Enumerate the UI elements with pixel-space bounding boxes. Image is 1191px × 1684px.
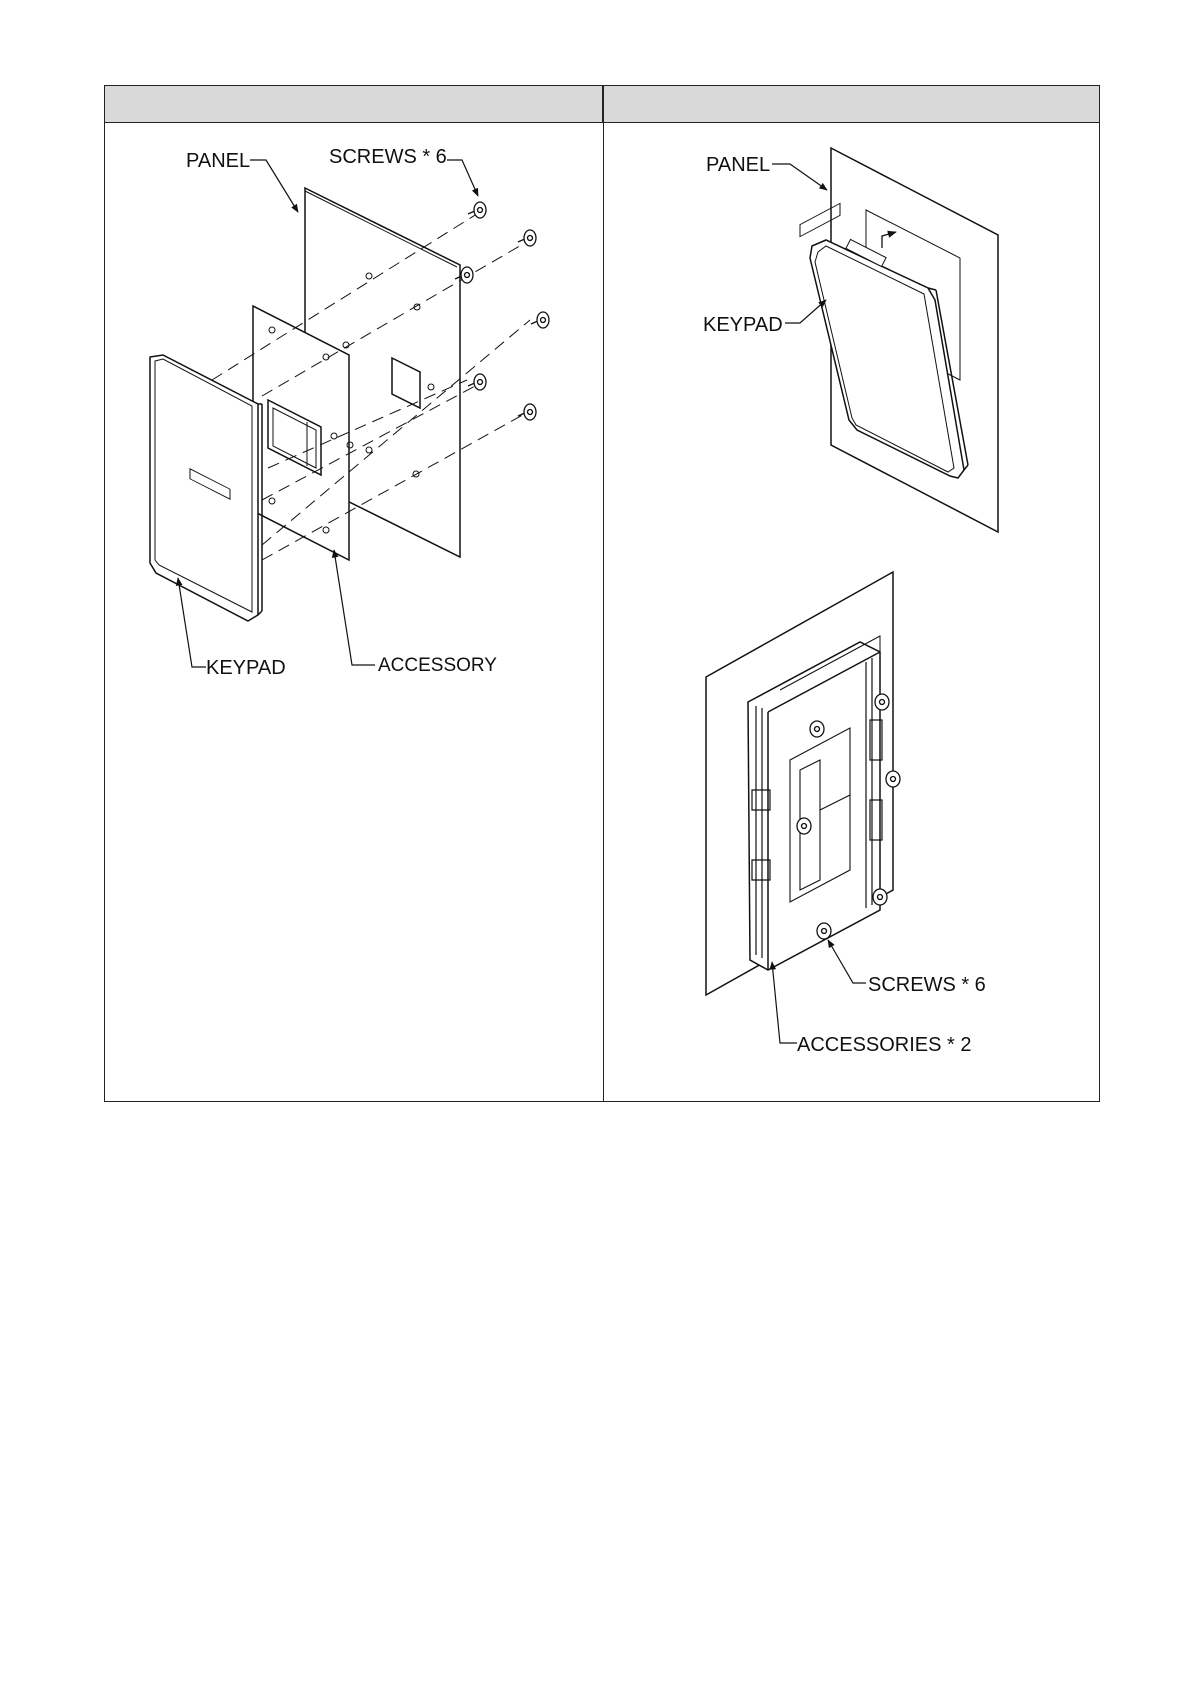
screw: [797, 818, 811, 834]
screw: [518, 230, 536, 246]
left-exploded-view: [150, 160, 549, 667]
left-keypad-label: KEYPAD: [206, 657, 286, 679]
left-panel-label: PANEL: [186, 150, 250, 172]
screw: [468, 374, 486, 390]
left-accessory-label: ACCESSORY: [378, 655, 497, 676]
right-panel-label: PANEL: [706, 154, 770, 176]
screw: [518, 404, 536, 420]
screws-exploded: [455, 202, 549, 420]
screw: [886, 771, 900, 787]
right-accessories-label: ACCESSORIES * 2: [797, 1034, 972, 1056]
screw: [817, 923, 831, 939]
screw: [873, 889, 887, 905]
screw: [875, 694, 889, 710]
screw: [531, 312, 549, 328]
right-keypad-label: KEYPAD: [703, 314, 783, 336]
right-screws-label: SCREWS * 6: [868, 974, 986, 996]
screw: [468, 202, 486, 218]
right-insertion-view: [772, 148, 998, 532]
left-screws-label: SCREWS * 6: [329, 146, 447, 168]
screw: [810, 721, 824, 737]
keypad-exploded: [150, 355, 262, 621]
